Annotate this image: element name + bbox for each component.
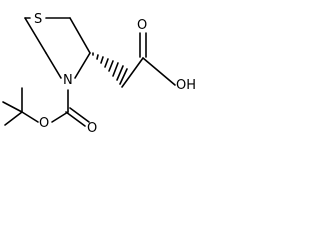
atom-hydroxyl: OH: [176, 78, 196, 93]
atom-boc-carbonyl-oxygen: O: [87, 121, 97, 136]
bond-tbu-methyl-down: [4, 111, 23, 126]
atom-acid-carbonyl-oxygen: O: [137, 18, 147, 33]
bond-ch2-cooh: [121, 57, 144, 88]
bond-c2-c3: [69, 17, 91, 54]
bond-cooh-oh: [142, 57, 176, 86]
bond-ester-o-tbu: [21, 111, 39, 123]
chemical-structure: S N O OH O O: [2, 12, 196, 136]
atom-ester-oxygen: O: [39, 116, 49, 131]
bond-carbonyl-ester-o: [51, 111, 69, 123]
atom-sulfur: S: [34, 12, 42, 27]
bond-carbonyl-o-double-a: [65, 111, 86, 127]
bond-c3-n: [74, 52, 91, 79]
atom-nitrogen: N: [63, 73, 73, 88]
bond-n-c5: [45, 52, 62, 79]
bond-carbonyl-o-double-b: [69, 107, 90, 123]
bond-c5-c6: [24, 17, 47, 54]
structure-canvas: S N O OH O O: [2, 12, 196, 136]
bond-tbu-methyl-left: [2, 101, 23, 113]
hashed-wedge-bond: [92, 52, 128, 85]
